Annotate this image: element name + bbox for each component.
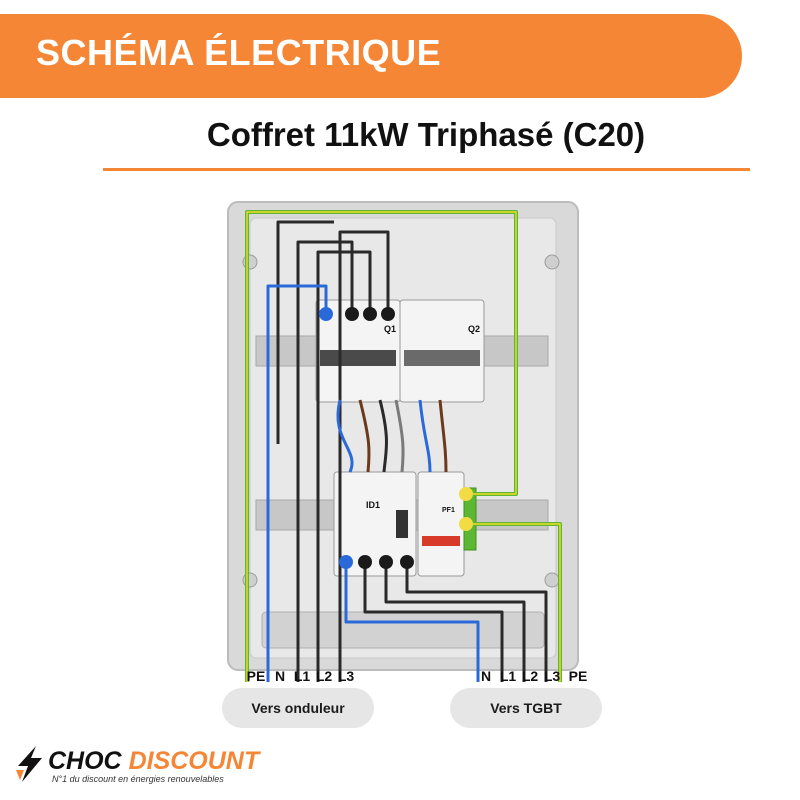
right-terminal-labels: N L1 L2 L3 PE bbox=[481, 668, 587, 684]
l1-wire-inner bbox=[276, 220, 334, 444]
jumper bbox=[418, 399, 432, 473]
rcd-id1-label: ID1 bbox=[366, 500, 380, 510]
jumper bbox=[378, 399, 388, 473]
terminal-label-pe-left: PE bbox=[247, 668, 266, 684]
l2-wire-right bbox=[384, 562, 526, 682]
diagram-subtitle: Coffret 11kW Triphasé (C20) bbox=[206, 116, 646, 153]
l1-wire-right bbox=[363, 562, 504, 682]
header-banner: SCHÉMA ÉLECTRIQUE bbox=[0, 14, 742, 98]
output-caption-tgbt: Vers TGBT bbox=[450, 688, 602, 728]
surge-pf1-label: PF1 bbox=[442, 507, 455, 514]
title-divider bbox=[103, 168, 750, 171]
id1-terminal-l2 bbox=[379, 555, 393, 569]
rcd-id1 bbox=[333, 471, 417, 577]
jumper bbox=[336, 399, 354, 473]
jumper bbox=[394, 399, 405, 473]
brand-name-part1: CHOC bbox=[48, 747, 122, 775]
terminal-label-l2-right: L2 bbox=[522, 668, 539, 684]
id1-terminal-n bbox=[339, 555, 353, 569]
q1-terminal-l2 bbox=[363, 307, 377, 321]
phase-wires bbox=[276, 220, 548, 682]
terminal-label-l3-right: L3 bbox=[544, 668, 561, 684]
output-caption-inverter: Vers onduleur bbox=[222, 688, 374, 728]
l3-wire-left bbox=[338, 230, 390, 682]
internal-jumpers bbox=[336, 399, 448, 473]
earth-terminal-top bbox=[459, 487, 473, 501]
q1-terminal-n bbox=[319, 307, 333, 321]
brand-name-part2: DISCOUNT bbox=[128, 747, 260, 775]
screw bbox=[544, 572, 560, 588]
surge-pf1-window bbox=[422, 536, 460, 546]
pe-wire-right-stripe bbox=[466, 523, 561, 682]
jumper bbox=[358, 399, 371, 473]
breaker-q1-handles bbox=[320, 350, 396, 366]
breaker-q1-label: Q1 bbox=[384, 324, 396, 334]
screw bbox=[544, 254, 560, 270]
l1-wire-left bbox=[296, 240, 354, 682]
rcd-id1-handle bbox=[396, 510, 408, 538]
earth-terminal-bottom bbox=[459, 517, 473, 531]
q1-terminal-l1 bbox=[345, 307, 359, 321]
earth-wires bbox=[245, 210, 562, 682]
q1-terminal-l3 bbox=[381, 307, 395, 321]
n-wire-left bbox=[266, 284, 328, 682]
brand-logo: CHOC DISCOUNT N°1 du discount en énergie… bbox=[8, 744, 308, 794]
breaker-q2-label: Q2 bbox=[468, 324, 480, 334]
pe-wire-left-stripe bbox=[246, 211, 517, 682]
l3-wire-right bbox=[405, 562, 548, 682]
neutral-wires bbox=[266, 284, 480, 682]
terminal-label-pe-right: PE bbox=[569, 668, 588, 684]
brand-name: CHOC DISCOUNT bbox=[48, 747, 259, 776]
jumper bbox=[438, 399, 448, 473]
terminal-label-n-left: N bbox=[275, 668, 285, 684]
terminal-label-l3-left: L3 bbox=[338, 668, 355, 684]
n-wire-right bbox=[344, 562, 480, 682]
surge-pf1 bbox=[417, 471, 465, 577]
terminal-label-n-right: N bbox=[481, 668, 491, 684]
banner-title: SCHÉMA ÉLECTRIQUE bbox=[36, 32, 442, 73]
id1-terminal-l3 bbox=[400, 555, 414, 569]
brand-tagline: N°1 du discount en énergies renouvelable… bbox=[52, 774, 224, 784]
terminal-label-l1-left: L1 bbox=[294, 668, 311, 684]
terminal-label-l1-right: L1 bbox=[500, 668, 517, 684]
breaker-q2-handles bbox=[404, 350, 480, 366]
id1-terminal-l1 bbox=[358, 555, 372, 569]
left-terminal-labels: PE N L1 L2 L3 bbox=[247, 668, 355, 684]
l2-wire-left bbox=[316, 250, 372, 682]
lightning-icon bbox=[16, 746, 42, 782]
terminal-label-l2-left: L2 bbox=[316, 668, 333, 684]
